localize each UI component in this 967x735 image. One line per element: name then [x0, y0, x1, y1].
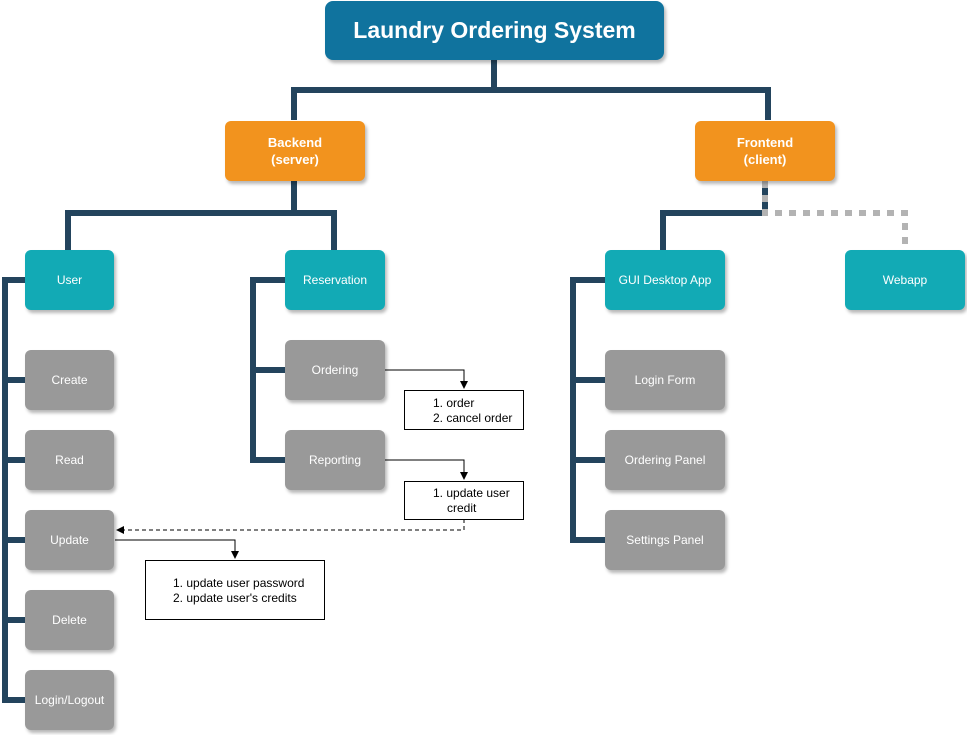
- connector-backend-branches: [65, 181, 337, 250]
- backend-node: Backend (server): [225, 121, 365, 181]
- update-note: 1. update user password 2. update user's…: [145, 560, 325, 620]
- reporting-note-line: credit: [447, 501, 477, 515]
- connector-user-spine: [2, 277, 26, 703]
- update-note-line: 2. update user's credits: [173, 591, 297, 605]
- ordering-note: 1. order 2. cancel order: [404, 390, 524, 430]
- connector-frontend-gui: [660, 181, 768, 250]
- reservation-reporting-label: Reporting: [308, 453, 362, 467]
- gui-desktop-app-label: GUI Desktop App: [618, 273, 712, 287]
- title-text: Laundry Ordering System: [353, 17, 636, 43]
- reservation-label: Reservation: [302, 273, 368, 287]
- gui-ordering-panel-node: Ordering Panel: [605, 430, 725, 490]
- user-node: User: [25, 250, 114, 310]
- frontend-label: Frontend (client): [736, 135, 794, 167]
- gui-login-form-label: Login Form: [634, 373, 696, 387]
- arrow-reporting-note: [385, 459, 468, 480]
- gui-settings-panel-label: Settings Panel: [626, 533, 704, 547]
- gui-ordering-panel-label: Ordering Panel: [624, 453, 706, 467]
- arrow-reporting-to-update: [116, 519, 465, 534]
- reporting-note: 1. update user credit: [404, 481, 524, 520]
- user-read-label: Read: [55, 453, 84, 467]
- user-login-logout-label: Login/Logout: [34, 693, 105, 707]
- user-create-label: Create: [51, 373, 88, 387]
- webapp-label: Webapp: [882, 273, 928, 287]
- page-title: Laundry Ordering System: [325, 1, 664, 60]
- connector-title-branches: [291, 60, 771, 120]
- connector-gui-spine: [570, 277, 606, 543]
- arrow-update-note: [115, 539, 239, 559]
- reservation-node: Reservation: [285, 250, 385, 310]
- user-create-node: Create: [25, 350, 114, 410]
- user-read-node: Read: [25, 430, 114, 490]
- ordering-note-line: 1. order: [433, 396, 475, 410]
- gui-desktop-app-node: GUI Desktop App: [605, 250, 725, 310]
- user-update-label: Update: [50, 533, 89, 547]
- user-delete-node: Delete: [25, 590, 114, 650]
- reservation-ordering-label: Ordering: [311, 363, 359, 377]
- connector-reservation-spine: [250, 277, 286, 463]
- user-login-logout-node: Login/Logout: [25, 670, 114, 730]
- frontend-node: Frontend (client): [695, 121, 835, 181]
- user-delete-label: Delete: [52, 613, 87, 627]
- user-label: User: [56, 273, 83, 287]
- reservation-ordering-node: Ordering: [285, 340, 385, 400]
- connector-frontend-webapp: [762, 181, 908, 246]
- webapp-node: Webapp: [845, 250, 965, 310]
- gui-settings-panel-node: Settings Panel: [605, 510, 725, 570]
- backend-label: Backend (server): [267, 135, 323, 167]
- reservation-reporting-node: Reporting: [285, 430, 385, 490]
- arrow-ordering-note: [385, 369, 468, 389]
- ordering-note-line: 2. cancel order: [433, 411, 513, 425]
- update-note-line: 1. update user password: [173, 576, 305, 590]
- gui-login-form-node: Login Form: [605, 350, 725, 410]
- user-update-node: Update: [25, 510, 114, 570]
- reporting-note-line: 1. update user: [433, 486, 510, 500]
